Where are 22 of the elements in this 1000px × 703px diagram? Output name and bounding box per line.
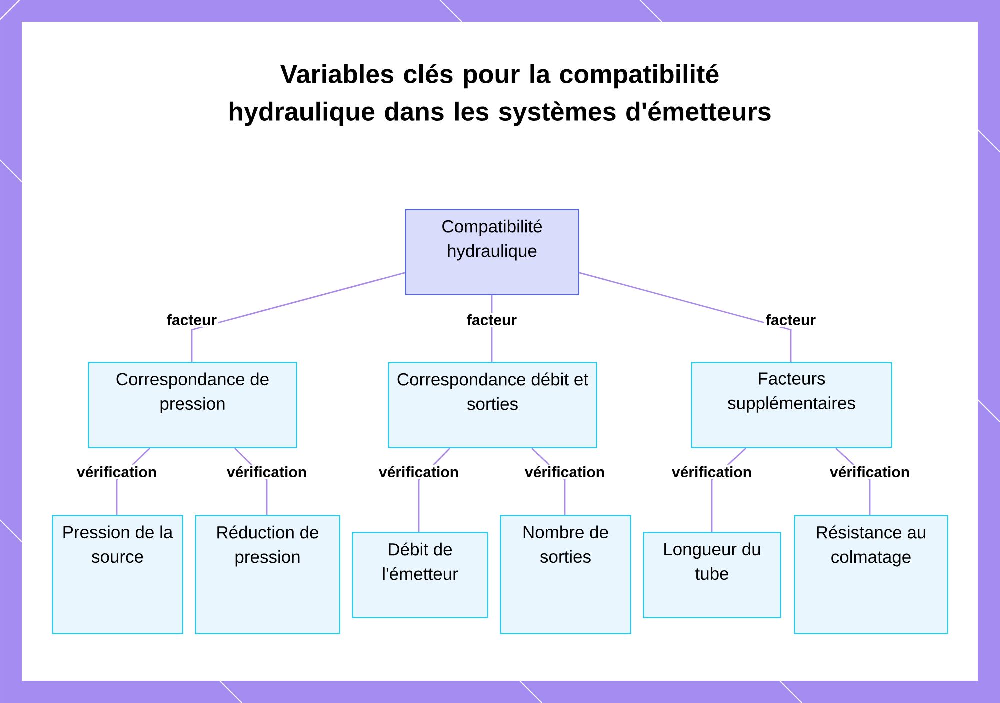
edge-label: facteur <box>466 312 519 327</box>
process-box: Facteurs supplémentaires <box>691 362 892 448</box>
root-box: Compatibilité hydraulique <box>405 208 580 296</box>
process-box: Réduction de pression <box>195 514 340 634</box>
edge-label: vérification <box>670 464 754 480</box>
title: Variables clés pour la compatibilité hydraulique dans les systèmes d'émetteurs <box>230 64 771 126</box>
process-box: Correspondance de pression <box>88 362 298 448</box>
connector <box>579 272 792 362</box>
edge-label: vérification <box>828 464 912 480</box>
edge-label: vérification <box>226 464 309 480</box>
process-box: Correspondance débit et sorties <box>388 362 598 448</box>
edge-label: facteur <box>166 312 219 327</box>
edge-label: vérification <box>524 464 607 480</box>
connector <box>191 272 406 362</box>
process-box: Nombre de sorties <box>500 514 632 634</box>
process-box: Longueur du tube <box>643 532 782 618</box>
process-box: Débit de l'émetteur <box>352 532 488 618</box>
process-box: Pression de la source <box>52 514 184 634</box>
process-box: Résistance au colmatage <box>794 514 948 634</box>
edge-label: vérification <box>378 464 461 480</box>
edge-label: vérification <box>76 464 159 480</box>
edge-label: facteur <box>764 312 818 327</box>
